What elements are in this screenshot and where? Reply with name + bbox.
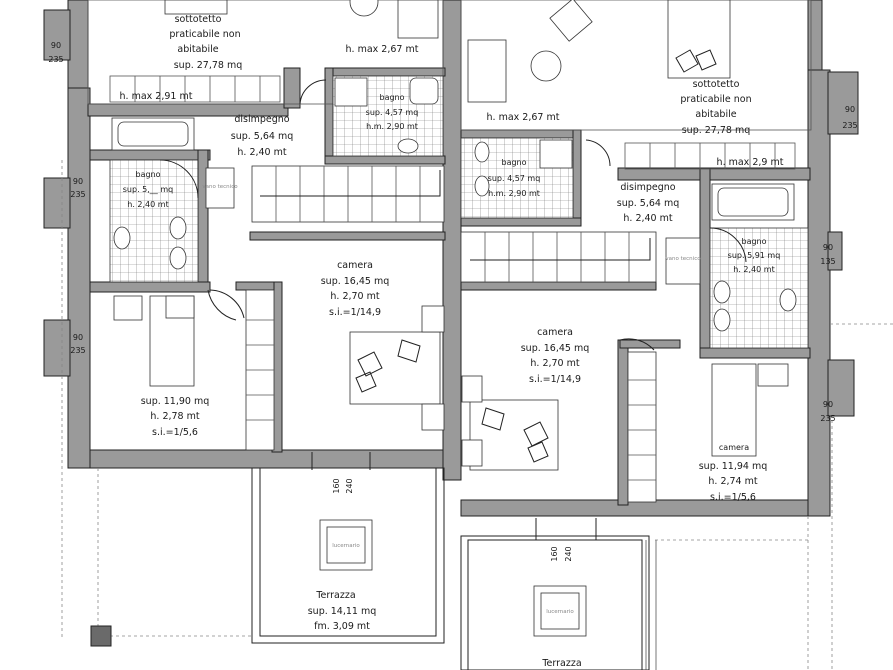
bath-fixtures	[111, 77, 797, 332]
window-height: 235	[842, 121, 857, 130]
room-area: sup. 11,94 mq	[699, 461, 768, 472]
room-area: sup. 11,90 mq	[141, 396, 210, 407]
structural-walls	[67, 0, 831, 517]
room-height: h. 2,40 mt	[733, 265, 774, 274]
room-name: camera	[537, 327, 573, 338]
room-height: h. max 2,9 mt	[717, 157, 784, 168]
room-name: bagno	[379, 93, 404, 102]
room-name: bagno	[501, 158, 526, 167]
room-name: camera	[337, 260, 373, 271]
room-area: sup. 16,45 mq	[521, 343, 590, 354]
door-width: 160	[332, 478, 341, 493]
window-width: 90	[51, 41, 61, 50]
terraces	[61, 160, 893, 670]
room-desc: praticabile non	[169, 29, 240, 40]
room-area: sup. 5,91 mq	[728, 251, 781, 260]
window-height: 235	[70, 346, 85, 355]
window-height: 235	[70, 190, 85, 199]
room-height: fm. 3,09 mt	[314, 621, 370, 632]
room-height: h. 2,70 mt	[530, 358, 579, 369]
room-height: h.m. 2,90 mt	[366, 122, 418, 131]
room-area: sup. 5,__ mq	[123, 185, 173, 194]
room-ratio: s.i.=1/14,9	[329, 307, 381, 318]
tech-box-label: vano tecnico	[202, 184, 238, 190]
window-height: 235	[820, 414, 835, 423]
room-name: bagno	[741, 237, 766, 246]
attic-rafters	[87, 0, 812, 170]
room-ratio: s.i.=1/5,6	[152, 427, 198, 438]
room-name: disimpegno	[620, 182, 675, 193]
tech-boxes	[205, 167, 701, 637]
room-desc: abitabile	[177, 44, 218, 55]
room-area: sup. 27,78 mq	[174, 60, 243, 71]
room-name: camera	[719, 443, 749, 452]
window-height: 235	[48, 55, 63, 64]
window-height: 135	[820, 257, 835, 266]
room-height: h. 2,78 mt	[150, 411, 199, 422]
room-name: disimpegno	[234, 114, 289, 125]
room-name: sottotetto	[693, 79, 740, 90]
door-width: 160	[550, 546, 559, 561]
stairs-right	[460, 231, 657, 503]
room-ratio: s.i.=1/5,6	[710, 492, 756, 503]
door-height: 240	[564, 546, 573, 561]
room-name: bagno	[135, 170, 160, 179]
room-area: sup. 4,57 mq	[488, 174, 541, 183]
room-name: Terrazza	[541, 658, 581, 669]
room-ratio: s.i.=1/14,9	[529, 374, 581, 385]
room-height: h.m. 2,90 mt	[488, 189, 540, 198]
room-height: h. 2,40 mt	[127, 200, 168, 209]
furniture	[113, 0, 789, 471]
window-jambs	[43, 9, 859, 417]
room-height: h. max 2,67 mt	[487, 112, 560, 123]
door-swings	[159, 79, 747, 351]
room-area: sup. 4,57 mq	[366, 108, 419, 117]
room-height: h. max 2,91 mt	[120, 91, 193, 102]
room-height: h. 2,40 mt	[237, 147, 286, 158]
room-height: h. max 2,67 mt	[346, 44, 419, 55]
room-name: Terrazza	[315, 590, 355, 601]
window-width: 90	[823, 400, 833, 409]
stairs-left	[245, 165, 445, 451]
room-height: h. 2,70 mt	[330, 291, 379, 302]
room-desc: praticabile non	[680, 94, 751, 105]
room-area: sup. 27,78 mq	[682, 125, 751, 136]
room-area: sup. 5,64 mq	[617, 198, 680, 209]
skylight-label: lucernario	[546, 609, 574, 615]
room-area: sup. 16,45 mq	[321, 276, 390, 287]
room-name: sottotetto	[175, 14, 222, 25]
window-width: 90	[73, 177, 83, 186]
tech-box-label: vano tecnico	[665, 256, 701, 262]
room-area: sup. 5,64 mq	[231, 131, 294, 142]
skylight-label: lucernario	[332, 543, 360, 549]
window-width: 90	[73, 333, 83, 342]
room-area: sup. 14,11 mq	[308, 606, 377, 617]
door-height: 240	[345, 478, 354, 493]
window-width: 90	[823, 243, 833, 252]
room-height: h. 2,40 mt	[623, 213, 672, 224]
window-width: 90	[845, 105, 855, 114]
room-height: h. 2,74 mt	[708, 476, 757, 487]
room-desc: abitabile	[695, 109, 736, 120]
